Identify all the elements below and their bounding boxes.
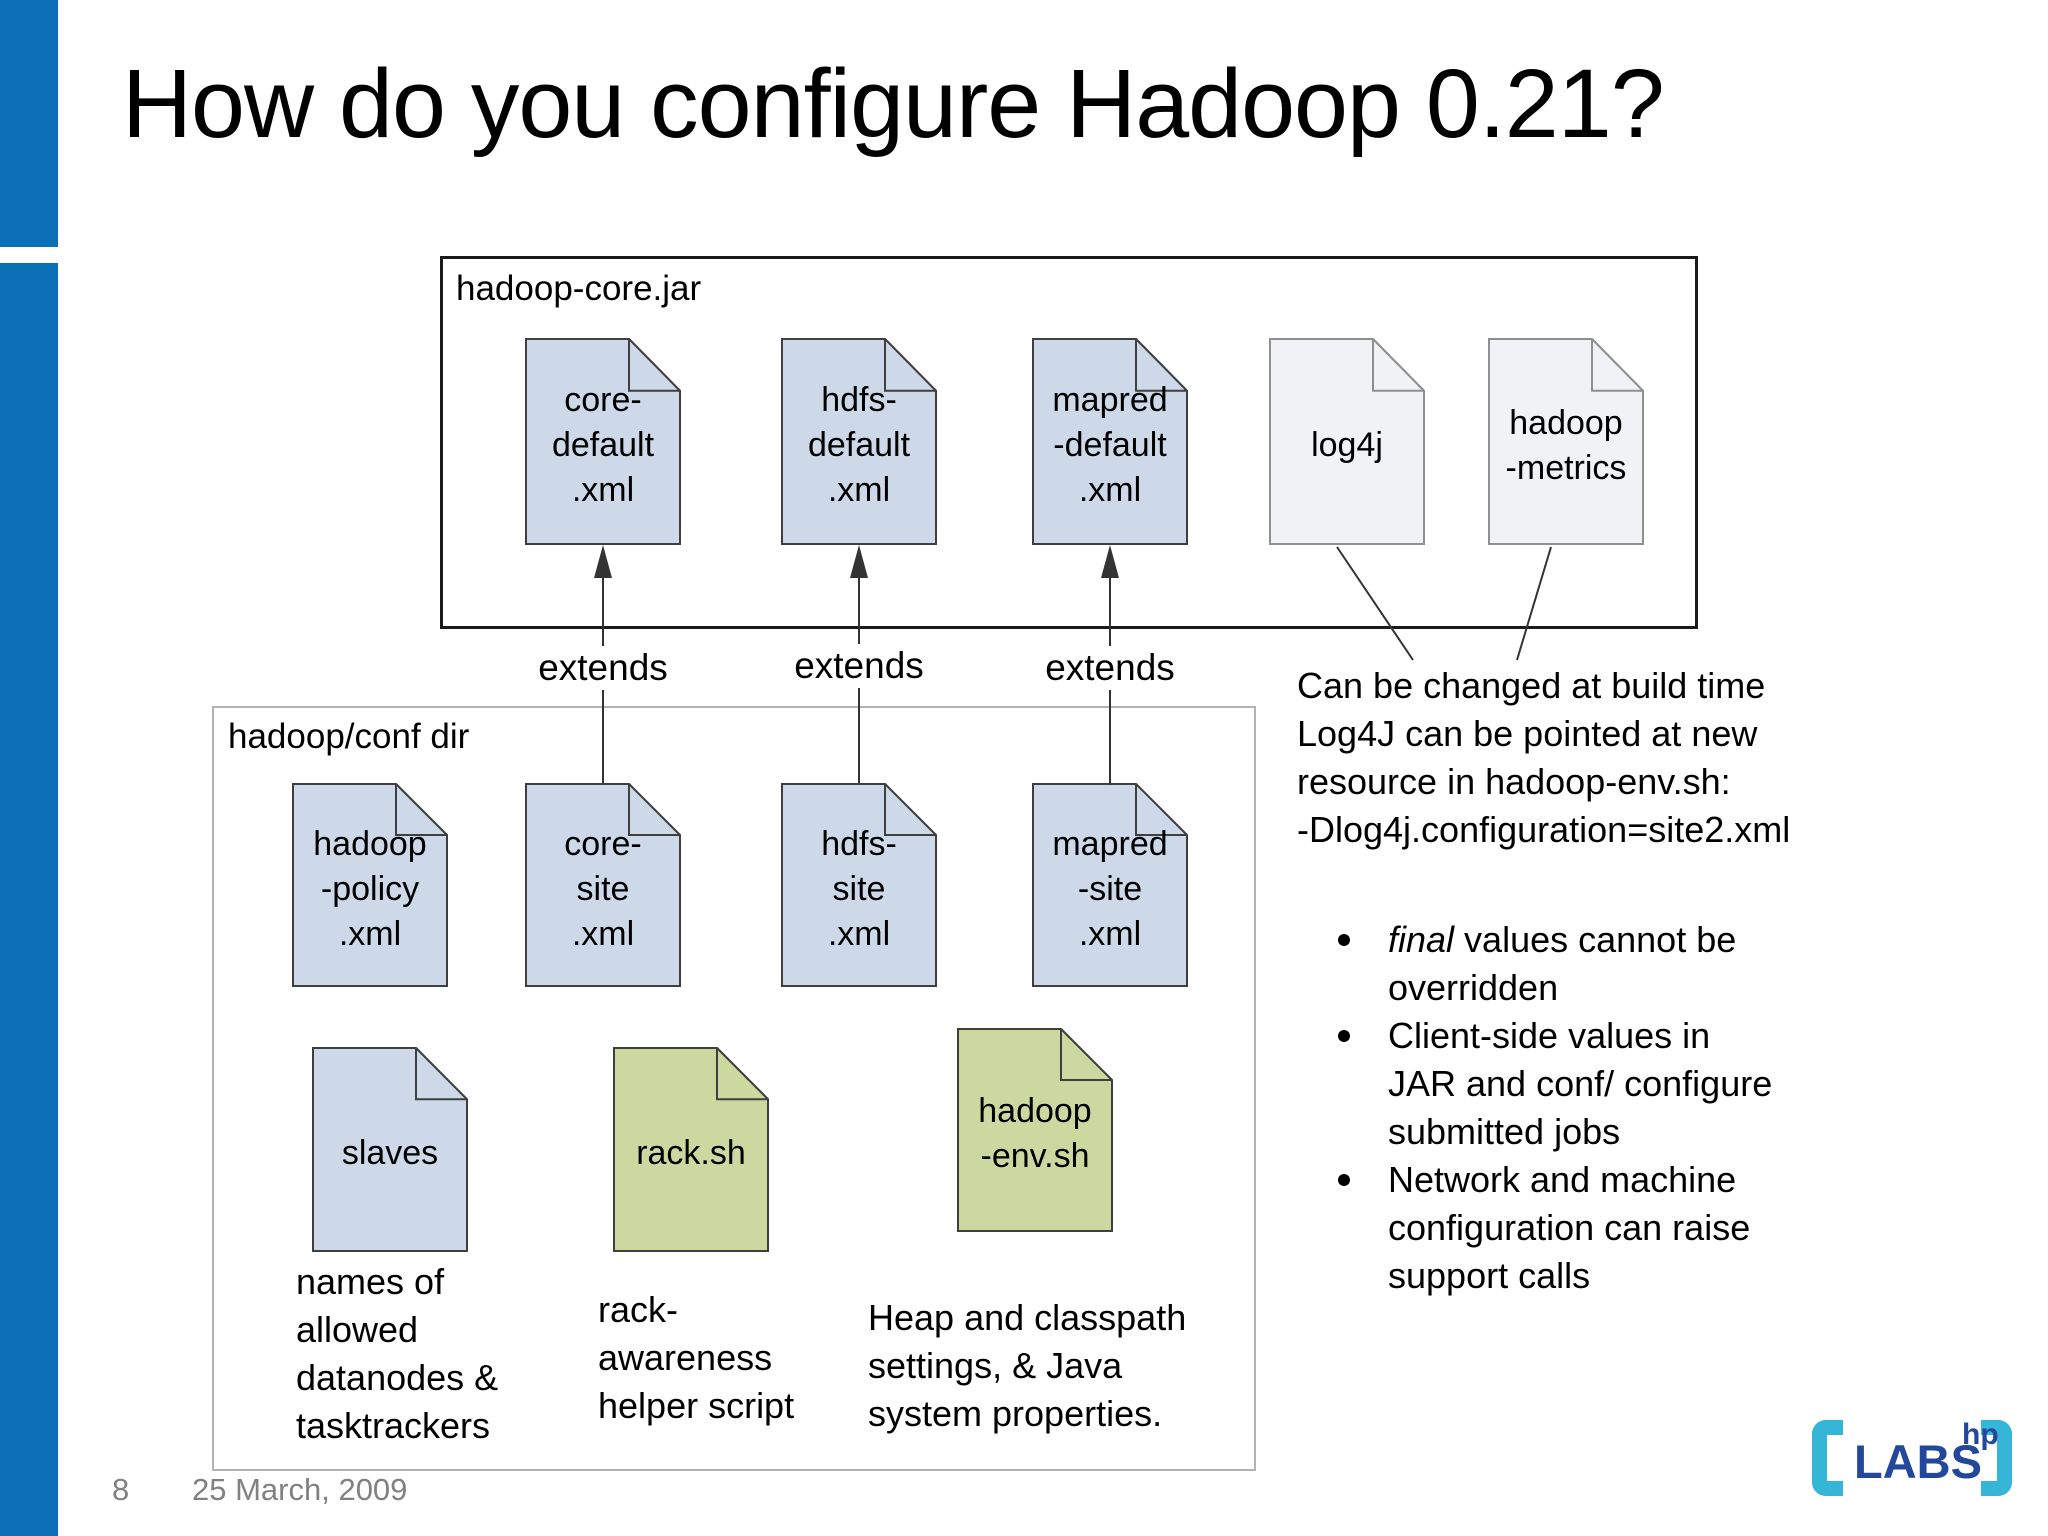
logo-hp-text: hp [1962, 1418, 1999, 1451]
slide-date: 25 March, 2009 [192, 1472, 408, 1507]
file-icon-log4j: log4j [1269, 338, 1425, 545]
bullet-list: final values cannot be overridden Client… [1332, 916, 1892, 1300]
bullet-text: final values cannot be overridden [1388, 919, 1737, 1008]
document-icon [1032, 338, 1188, 545]
rack-sh-caption: rack- awareness helper script [598, 1289, 795, 1426]
hadoop-core-jar-box [440, 256, 1698, 629]
left-accent-bar-bottom [0, 263, 58, 1536]
extends-label-core: extends [530, 646, 676, 690]
page-number: 8 [112, 1472, 130, 1507]
bullet-item-client-side: Client-side values in JAR and conf/ conf… [1332, 1012, 1892, 1156]
file-label: hadoop -policy .xml [313, 824, 427, 953]
hadoop-conf-dir-box [212, 706, 1256, 1471]
extends-label-hdfs: extends [786, 644, 932, 688]
bullet-text: Client-side values in JAR and conf/ conf… [1388, 1015, 1773, 1152]
file-label: log4j [1311, 426, 1383, 464]
left-accent-bar-top [0, 0, 58, 247]
file-icon-hdfs-site-xml: hdfs- site .xml [781, 783, 937, 987]
logo-labs-text: LABS [1854, 1435, 1982, 1488]
logo-right-bracket-icon [1981, 1420, 2012, 1496]
document-icon [613, 1047, 769, 1252]
file-icon-mapred-default-xml: mapred -default .xml [1032, 338, 1188, 545]
file-label: core- site .xml [564, 824, 642, 953]
document-icon [525, 338, 681, 545]
bullet-item-network: Network and machine configuration can ra… [1332, 1156, 1892, 1300]
file-label: core- default .xml [551, 381, 655, 509]
extends-label-mapred: extends [1037, 646, 1183, 690]
file-icon-hadoop-policy-xml: hadoop -policy .xml [292, 783, 448, 987]
hadoop-conf-dir-box-label: hadoop/conf dir [228, 717, 470, 756]
file-label: rack.sh [636, 1134, 746, 1172]
file-icon-hadoop-env-sh: hadoop -env.sh [957, 1028, 1113, 1232]
document-icon [781, 338, 937, 545]
file-icon-slaves: slaves [312, 1047, 468, 1252]
file-icon-rack-sh: rack.sh [613, 1047, 769, 1252]
document-icon [525, 783, 681, 987]
page-title: How do you configure Hadoop 0.21? [122, 49, 1665, 158]
file-label: mapred -site .xml [1052, 824, 1168, 953]
hp-labs-logo: LABS hp [1812, 1418, 2012, 1500]
file-label: hadoop -env.sh [978, 1092, 1092, 1175]
document-icon [312, 1047, 468, 1252]
file-icon-core-default-xml: core- default .xml [525, 338, 681, 545]
document-icon [1269, 338, 1425, 545]
hadoop-env-caption: Heap and classpath settings, & Java syst… [868, 1297, 1187, 1434]
file-label: hdfs- site .xml [821, 824, 897, 953]
file-icon-hdfs-default-xml: hdfs- default .xml [781, 338, 937, 545]
logo-left-bracket-icon [1812, 1420, 1843, 1496]
bullet-dot [1338, 1174, 1350, 1186]
document-icon [1032, 783, 1188, 987]
file-label: mapred -default .xml [1052, 381, 1168, 509]
file-icon-hadoop-metrics: hadoop -metrics [1488, 338, 1644, 545]
build-time-note: Can be changed at build time Log4J can b… [1297, 665, 1791, 850]
bullet-text: Network and machine configuration can ra… [1388, 1159, 1751, 1296]
document-icon [957, 1028, 1113, 1232]
file-label: hdfs- default .xml [807, 381, 911, 509]
hadoop-core-jar-box-label: hadoop-core.jar [456, 269, 702, 308]
file-label: hadoop -metrics [1505, 403, 1627, 487]
slaves-caption: names of allowed datanodes & tasktracker… [296, 1261, 499, 1446]
document-icon [781, 783, 937, 987]
bullet-dot [1338, 934, 1350, 946]
document-icon [1488, 338, 1644, 545]
file-icon-core-site-xml: core- site .xml [525, 783, 681, 987]
file-icon-mapred-site-xml: mapred -site .xml [1032, 783, 1188, 987]
bullet-dot [1338, 1030, 1350, 1042]
bullet-item-final: final values cannot be overridden [1332, 916, 1892, 1012]
file-label: slaves [341, 1134, 439, 1172]
document-icon [292, 783, 448, 987]
